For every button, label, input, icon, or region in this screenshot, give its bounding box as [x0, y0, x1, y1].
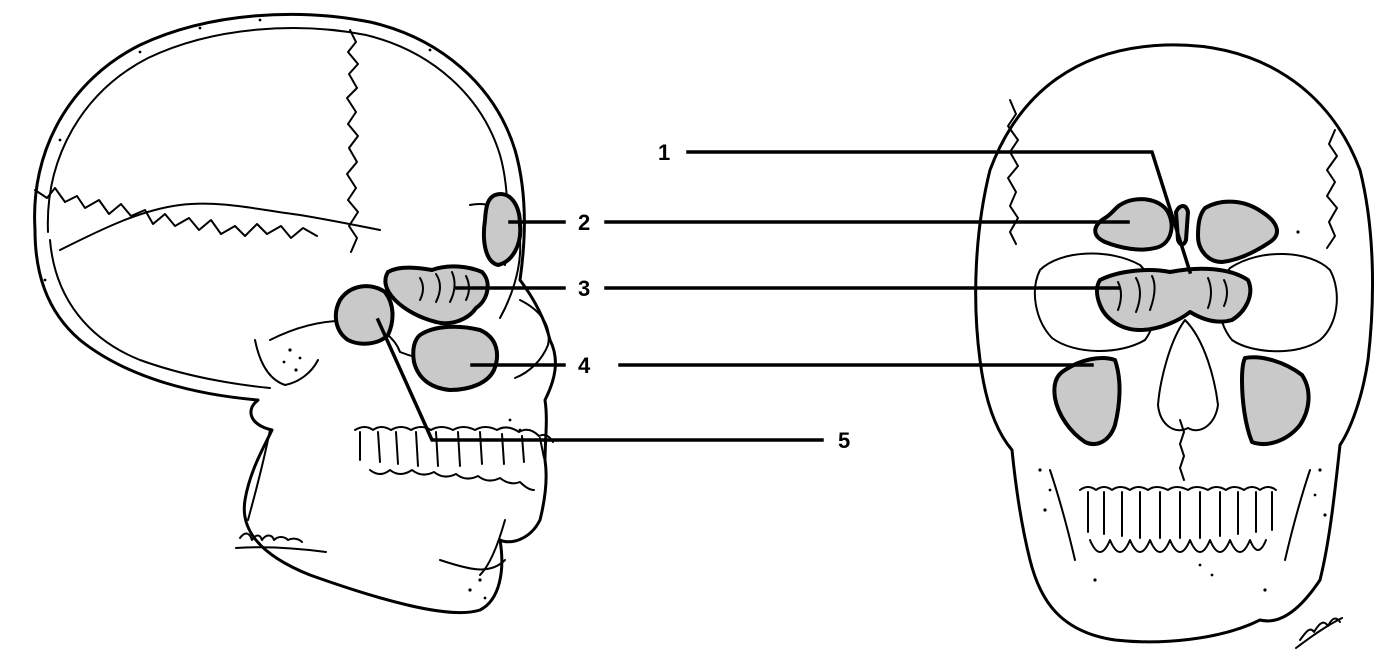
frontal-lower-teeth	[1090, 540, 1266, 552]
nasal-aperture	[1158, 320, 1218, 430]
frontal-maxillary-left	[1054, 358, 1119, 444]
lateral-signature-scribble	[236, 534, 326, 552]
lateral-cranium-inner	[48, 28, 508, 265]
lateral-skull	[35, 14, 556, 612]
frontal-sinus-right	[1198, 202, 1277, 262]
label-1: 1	[658, 140, 670, 165]
label-3: 3	[578, 276, 590, 301]
frontal-sinus-left	[1095, 199, 1171, 249]
label-4: 4	[578, 353, 591, 378]
label-2: 2	[578, 210, 590, 235]
frontal-signature-scribble	[1296, 618, 1342, 648]
lower-teeth	[370, 470, 534, 490]
label-5: 5	[838, 428, 850, 453]
number-labels: 1 2 3 4 5	[578, 140, 850, 453]
frontal-skull	[976, 45, 1373, 648]
parietal-suture	[60, 204, 380, 250]
lateral-cranium-outline	[35, 14, 556, 612]
squamosal-suture	[35, 188, 317, 238]
frontal-upper-teeth	[1080, 487, 1276, 490]
frontal-upper-crowns	[1088, 492, 1272, 538]
frontal-maxillary-right	[1242, 357, 1309, 444]
lateral-cranium-base	[50, 240, 270, 388]
lateral-frontal-sinus	[484, 194, 520, 265]
upper-teeth-crowns	[360, 432, 544, 466]
frontal-right-suture	[1327, 130, 1337, 248]
lateral-maxillary-sinus	[413, 327, 497, 390]
mastoid	[255, 340, 318, 385]
coronal-suture	[347, 30, 358, 252]
